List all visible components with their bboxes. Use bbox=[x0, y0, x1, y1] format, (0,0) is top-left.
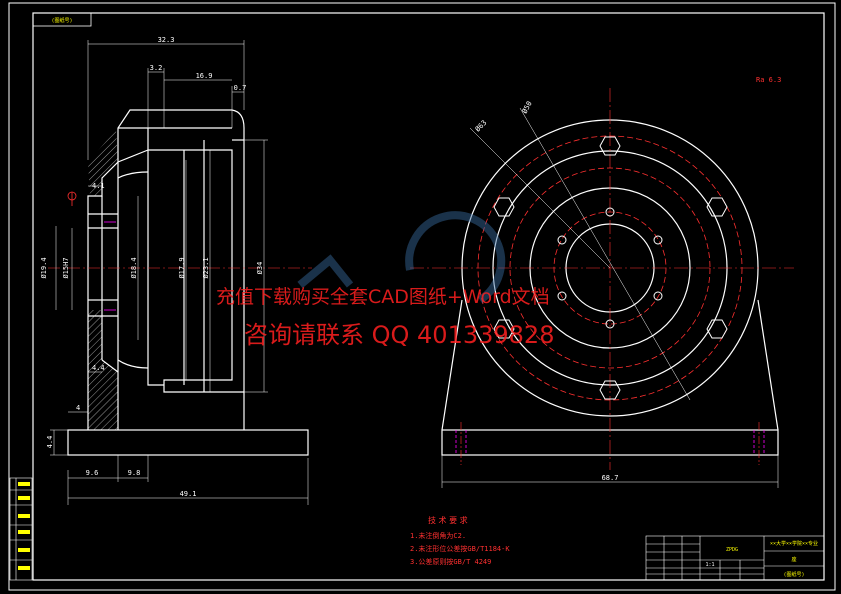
dim-bottom-a: 9.6 bbox=[86, 469, 99, 477]
watermark-logo bbox=[297, 211, 506, 304]
title-scale: 1:1 bbox=[705, 562, 714, 568]
dim-wall-bot: 4.4 bbox=[92, 364, 105, 372]
dim-d-inner1: Ø18.4 bbox=[130, 257, 138, 278]
dim-lip: 0.7 bbox=[234, 84, 247, 92]
right-view bbox=[410, 88, 794, 488]
corner-tag-text: (图纸号) bbox=[51, 17, 72, 24]
requirement-item: 2.未注形位公差按GB/T1184-K bbox=[410, 544, 510, 553]
binding-strip-marks bbox=[18, 482, 30, 570]
dim-bottom-b: 9.8 bbox=[128, 469, 141, 477]
watermark-line2: 咨询请联系 QQ 401339828 bbox=[244, 321, 554, 349]
dim-offset-small: 3.2 bbox=[150, 64, 163, 72]
groove-marks bbox=[104, 221, 116, 311]
dim-d-inner2: Ø17.9 bbox=[178, 257, 186, 278]
dim-d-inner3: Ø23.1 bbox=[202, 257, 210, 278]
dim-top-width: 32.3 bbox=[158, 36, 175, 44]
corner-tag-box: (图纸号) bbox=[32, 12, 92, 27]
title-block bbox=[645, 535, 825, 581]
requirements-title: 技 术 要 求 bbox=[428, 515, 468, 525]
dim-d-bore: Ø15H7 bbox=[62, 257, 70, 278]
title-school: ××大学××学院××专业 bbox=[770, 540, 818, 547]
dim-pcd-inner: Ø50 bbox=[521, 100, 534, 115]
section-hatch-wall bbox=[88, 130, 118, 196]
left-dim-lines bbox=[50, 40, 309, 505]
roughness-note: Ra 6.3 bbox=[756, 76, 781, 84]
title-part-code: ZPDG bbox=[726, 547, 738, 553]
datum-symbol bbox=[67, 191, 77, 206]
title-drawing-no: (图纸号) bbox=[783, 571, 804, 578]
requirement-item: 1.未注倒角为C2. bbox=[410, 531, 466, 540]
dim-d-outer: Ø34 bbox=[256, 262, 264, 275]
dim-total: 49.1 bbox=[180, 490, 197, 498]
outer-frame bbox=[8, 2, 836, 591]
left-view-contour bbox=[67, 109, 309, 456]
watermark-line1: 充值下载购买全套CAD图纸+Word文档 bbox=[216, 286, 550, 308]
inner-frame bbox=[32, 12, 825, 581]
dim-wall-top: 4.1 bbox=[92, 182, 105, 190]
dim-d-left: Ø19.4 bbox=[40, 257, 48, 278]
dim-total-width: 68.7 bbox=[602, 474, 619, 482]
dim-inner-length: 16.9 bbox=[196, 72, 213, 80]
dim-step: 4 bbox=[76, 404, 80, 412]
requirement-item: 3.公差原则按GB/T 4249 bbox=[410, 557, 491, 566]
dim-pcd-outer: Ø63 bbox=[474, 119, 489, 134]
binding-strip bbox=[9, 477, 33, 581]
title-part-name: 座 bbox=[791, 556, 796, 563]
section-hatch-wall-lower bbox=[88, 310, 118, 430]
dim-base-h: 4.4 bbox=[46, 436, 54, 449]
